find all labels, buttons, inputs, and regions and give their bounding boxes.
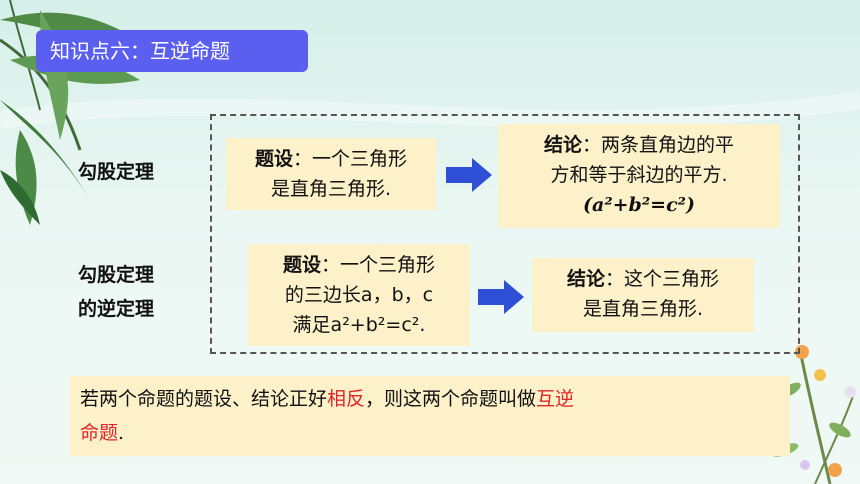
row-label-converse: 勾股定理 的逆定理 [78, 258, 154, 326]
conclusion-card-converse: 结论：这个三角形 是直角三角形. [532, 258, 754, 332]
definition-note: 若两个命题的题设、结论正好相反，则这两个命题叫做互逆 命题. [70, 376, 790, 456]
conclusion-text: ：这个三角形 [605, 268, 720, 290]
note-text: 若两个命题的题设、结论正好 [80, 388, 328, 410]
conclusion-card-pythagorean: 结论：两条直角边的平 方和等于斜边的平方. (a²+b²=c²) [498, 124, 780, 228]
premise-text: ：一个三角形 [293, 148, 408, 170]
conclusion-label: 结论 [566, 268, 605, 290]
conclusion-text: 方和等于斜边的平方. [550, 164, 728, 186]
premise-card-converse: 题设：一个三角形 的三边长a，b，c 满足a²+b²=c². [248, 244, 470, 346]
right-arrow-icon [446, 158, 492, 192]
premise-text: 的三边长a，b，c [284, 284, 434, 306]
premise-text: ：一个三角形 [321, 254, 436, 276]
note-highlight: 互逆 [536, 388, 575, 410]
note-highlight: 相反 [327, 388, 366, 410]
theorem-box [210, 114, 800, 354]
row-label-pythagorean: 勾股定理 [78, 161, 155, 183]
premise-card-pythagorean: 题设：一个三角形 是直角三角形. [226, 138, 436, 210]
section-title: 知识点六：互逆命题 [36, 30, 308, 72]
premise-label: 题设 [254, 148, 293, 170]
conclusion-label: 结论 [543, 134, 582, 156]
premise-label: 题设 [282, 254, 321, 276]
conclusion-text: 是直角三角形. [582, 298, 704, 320]
row-label-line: 勾股定理 [78, 264, 155, 286]
premise-text: 是直角三角形. [270, 178, 392, 200]
right-arrow-icon [478, 280, 524, 314]
premise-text: 满足a²+b²=c². [292, 314, 426, 336]
note-text: ，则这两个命题叫做 [365, 388, 537, 410]
conclusion-text: ：两条直角边的平 [582, 134, 735, 156]
conclusion-formula: (a²+b²=c²) [583, 194, 695, 216]
note-highlight: 命题 [80, 422, 119, 444]
note-text: . [118, 422, 125, 444]
row-label-line: 的逆定理 [78, 298, 155, 320]
